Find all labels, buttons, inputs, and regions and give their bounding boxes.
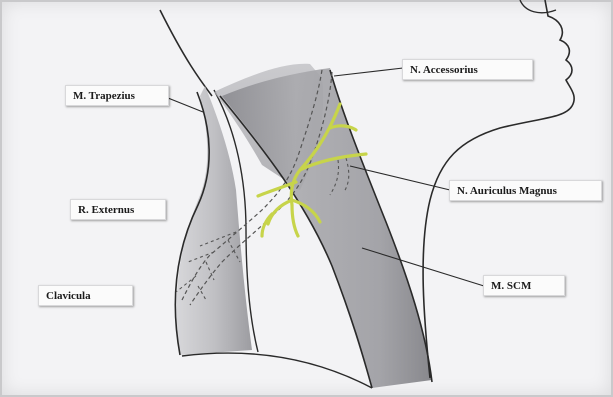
label-n-accessorius: N. Accessorius [402,59,533,80]
neck-back-outline [160,10,212,96]
label-r-externus: R. Externus [70,199,166,220]
label-n-auricularis-magnus: N. Auriculus Magnus [449,180,602,201]
label-m-scm: M. SCM [483,275,565,296]
leader-accessorius [334,68,403,76]
label-clavicula: Clavicula [38,285,133,306]
scm-muscle [222,68,432,388]
clavicle-outline [182,353,372,388]
label-m-trapezius: M. Trapezius [65,85,169,106]
mouth-line [520,0,556,13]
leader-trapezius [168,98,203,112]
